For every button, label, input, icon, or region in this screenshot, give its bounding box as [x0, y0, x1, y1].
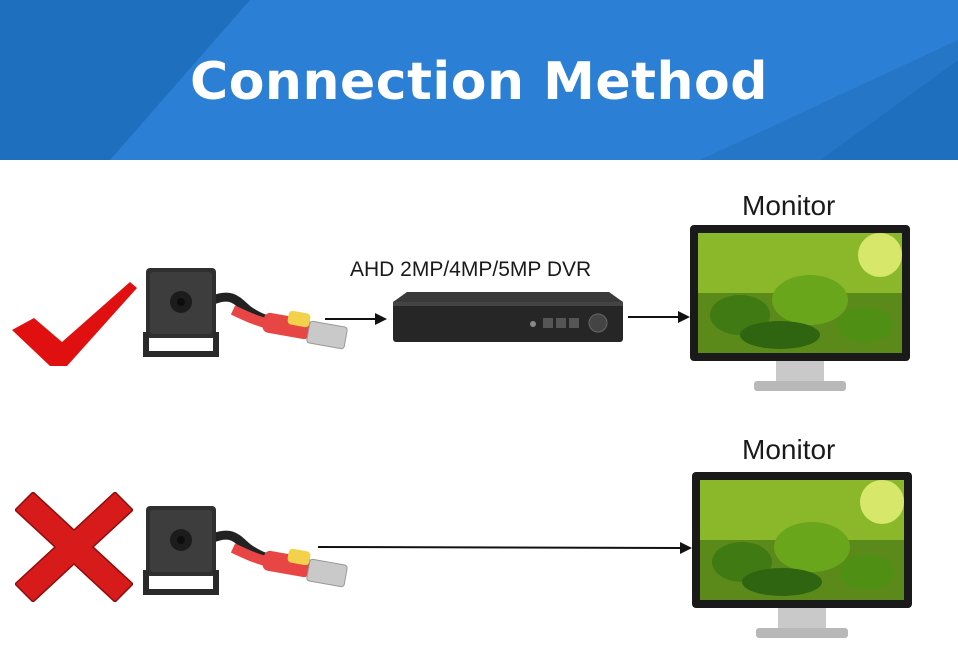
arrow-to-monitor [628, 311, 690, 323]
arrow-to-dvr [325, 313, 387, 325]
dvr-label: AHD 2MP/4MP/5MP DVR [350, 258, 592, 281]
camera-icon [143, 506, 348, 595]
check-icon [12, 282, 137, 366]
cross-icon [15, 492, 133, 602]
monitor-icon [692, 472, 912, 638]
arrow-direct-to-monitor [318, 542, 692, 554]
camera-icon [143, 268, 348, 357]
header-background [0, 0, 958, 160]
header-banner: Connection Method [0, 0, 958, 160]
dvr-device [393, 292, 623, 342]
monitor-label: Monitor [742, 190, 836, 221]
monitor-icon [690, 225, 910, 391]
monitor-label: Monitor [742, 434, 836, 465]
page-title: Connection Method [190, 52, 768, 112]
